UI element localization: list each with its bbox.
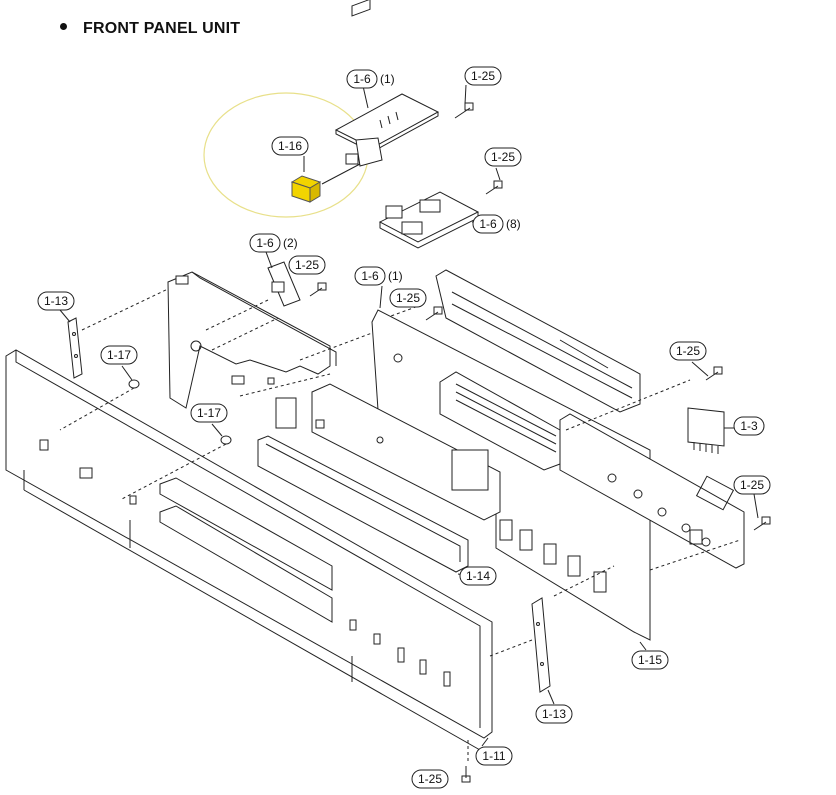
knob-mid [220, 435, 232, 445]
callout-label: 1-14 [466, 569, 490, 583]
bullet-icon [60, 23, 67, 31]
callout-1-15: 1-15 [631, 650, 669, 670]
callout-bubble [190, 403, 228, 423]
callout-bubble [354, 266, 386, 286]
callout-bubble [631, 650, 669, 670]
callout-1-13: 1-13 [535, 704, 573, 724]
callout-label: 1-6 [479, 217, 497, 231]
callout-1-3: 1-3 [733, 416, 765, 436]
callout-label: 1-3 [740, 419, 758, 433]
callout-1-25: 1-25 [411, 769, 449, 789]
callout-1-25: 1-25 [484, 147, 522, 167]
top-switch-pcb [334, 0, 440, 167]
callout-bubble [669, 341, 707, 361]
callout-label: 1-16 [278, 139, 302, 153]
callout-label: 1-25 [471, 69, 495, 83]
callout-label: 1-25 [295, 258, 319, 272]
highlighted-knob-part [290, 175, 322, 203]
callout-label: 1-17 [107, 348, 131, 362]
callout-layer: 1-6 (1) 1-25 1-16 1-25 1-6 (8) 1-6 (2) 1-25 1-6 (1)… [37, 66, 771, 789]
callout-label: 1-6 [361, 269, 379, 283]
screw-bottom [461, 766, 471, 783]
screw-top [454, 102, 474, 119]
callout-bubble [249, 233, 281, 253]
callout-1-11: 1-11 [475, 746, 513, 766]
callout-1-25: 1-25 [389, 288, 427, 308]
callout-bubble [733, 416, 765, 436]
callout-label: 1-6 [353, 72, 371, 86]
callout-1-25: 1-25 [669, 341, 707, 361]
knob-left [128, 379, 140, 389]
side-bracket-right [531, 597, 551, 693]
side-bracket-left [67, 317, 83, 379]
screw-right-2 [753, 516, 771, 531]
callout-bubble [100, 345, 138, 365]
callout-1-25: 1-25 [464, 66, 502, 86]
pcb-2 [267, 261, 301, 307]
callout-1-6: 1-6 (1) [346, 69, 395, 89]
ribbon-cable [687, 407, 725, 454]
rear-board [435, 269, 641, 413]
callout-1-25: 1-25 [288, 255, 326, 275]
callout-1-13: 1-13 [37, 291, 75, 311]
page-title-text: FRONT PANEL UNIT [83, 20, 241, 37]
callout-bubble [37, 291, 75, 311]
callout-label: 1-13 [44, 294, 68, 308]
callout-bubble [484, 147, 522, 167]
page-title: FRONT PANEL UNIT [60, 20, 240, 38]
callout-bubble [288, 255, 326, 275]
display-window [257, 435, 469, 573]
callout-1-6: 1-6 (1) [354, 266, 403, 286]
pcb-8 [378, 191, 480, 249]
screw-right-1 [705, 366, 723, 381]
callout-bubble [472, 214, 504, 234]
callout-bubble [411, 769, 449, 789]
screw-rear [425, 306, 443, 321]
callout-1-6: 1-6 (2) [249, 233, 298, 253]
callout-quantity: (8) [506, 217, 521, 231]
callout-bubble [475, 746, 513, 766]
callout-bubble [271, 136, 309, 156]
callout-bubble [733, 475, 771, 495]
chassis-frame [167, 271, 337, 429]
callout-label: 1-13 [542, 707, 566, 721]
screw-pcb8 [485, 180, 503, 195]
callout-1-17: 1-17 [100, 345, 138, 365]
callout-bubble [389, 288, 427, 308]
callout-label: 1-11 [482, 749, 505, 763]
screw-pcb2 [309, 282, 327, 297]
callout-1-25: 1-25 [733, 475, 771, 495]
callout-bubble [464, 66, 502, 86]
callout-label: 1-25 [676, 344, 700, 358]
callout-bubble [459, 566, 497, 586]
callout-quantity: (1) [380, 72, 395, 86]
callout-bubble [535, 704, 573, 724]
callout-quantity: (2) [283, 236, 298, 250]
callout-label: 1-25 [396, 291, 420, 305]
callout-label: 1-25 [491, 150, 515, 164]
callout-1-14: 1-14 [459, 566, 497, 586]
callout-bubble [346, 69, 378, 89]
front-panel [5, 349, 493, 751]
callout-1-6: 1-6 (8) [472, 214, 521, 234]
callout-label: 1-25 [740, 478, 764, 492]
callout-label: 1-25 [418, 772, 442, 786]
callout-1-16: 1-16 [271, 136, 309, 156]
callout-1-17: 1-17 [190, 403, 228, 423]
callout-label: 1-17 [197, 406, 221, 420]
callout-label: 1-6 [256, 236, 274, 250]
callout-label: 1-15 [638, 653, 662, 667]
display-plate [311, 309, 651, 641]
callout-quantity: (1) [388, 269, 403, 283]
control-board [559, 413, 745, 569]
